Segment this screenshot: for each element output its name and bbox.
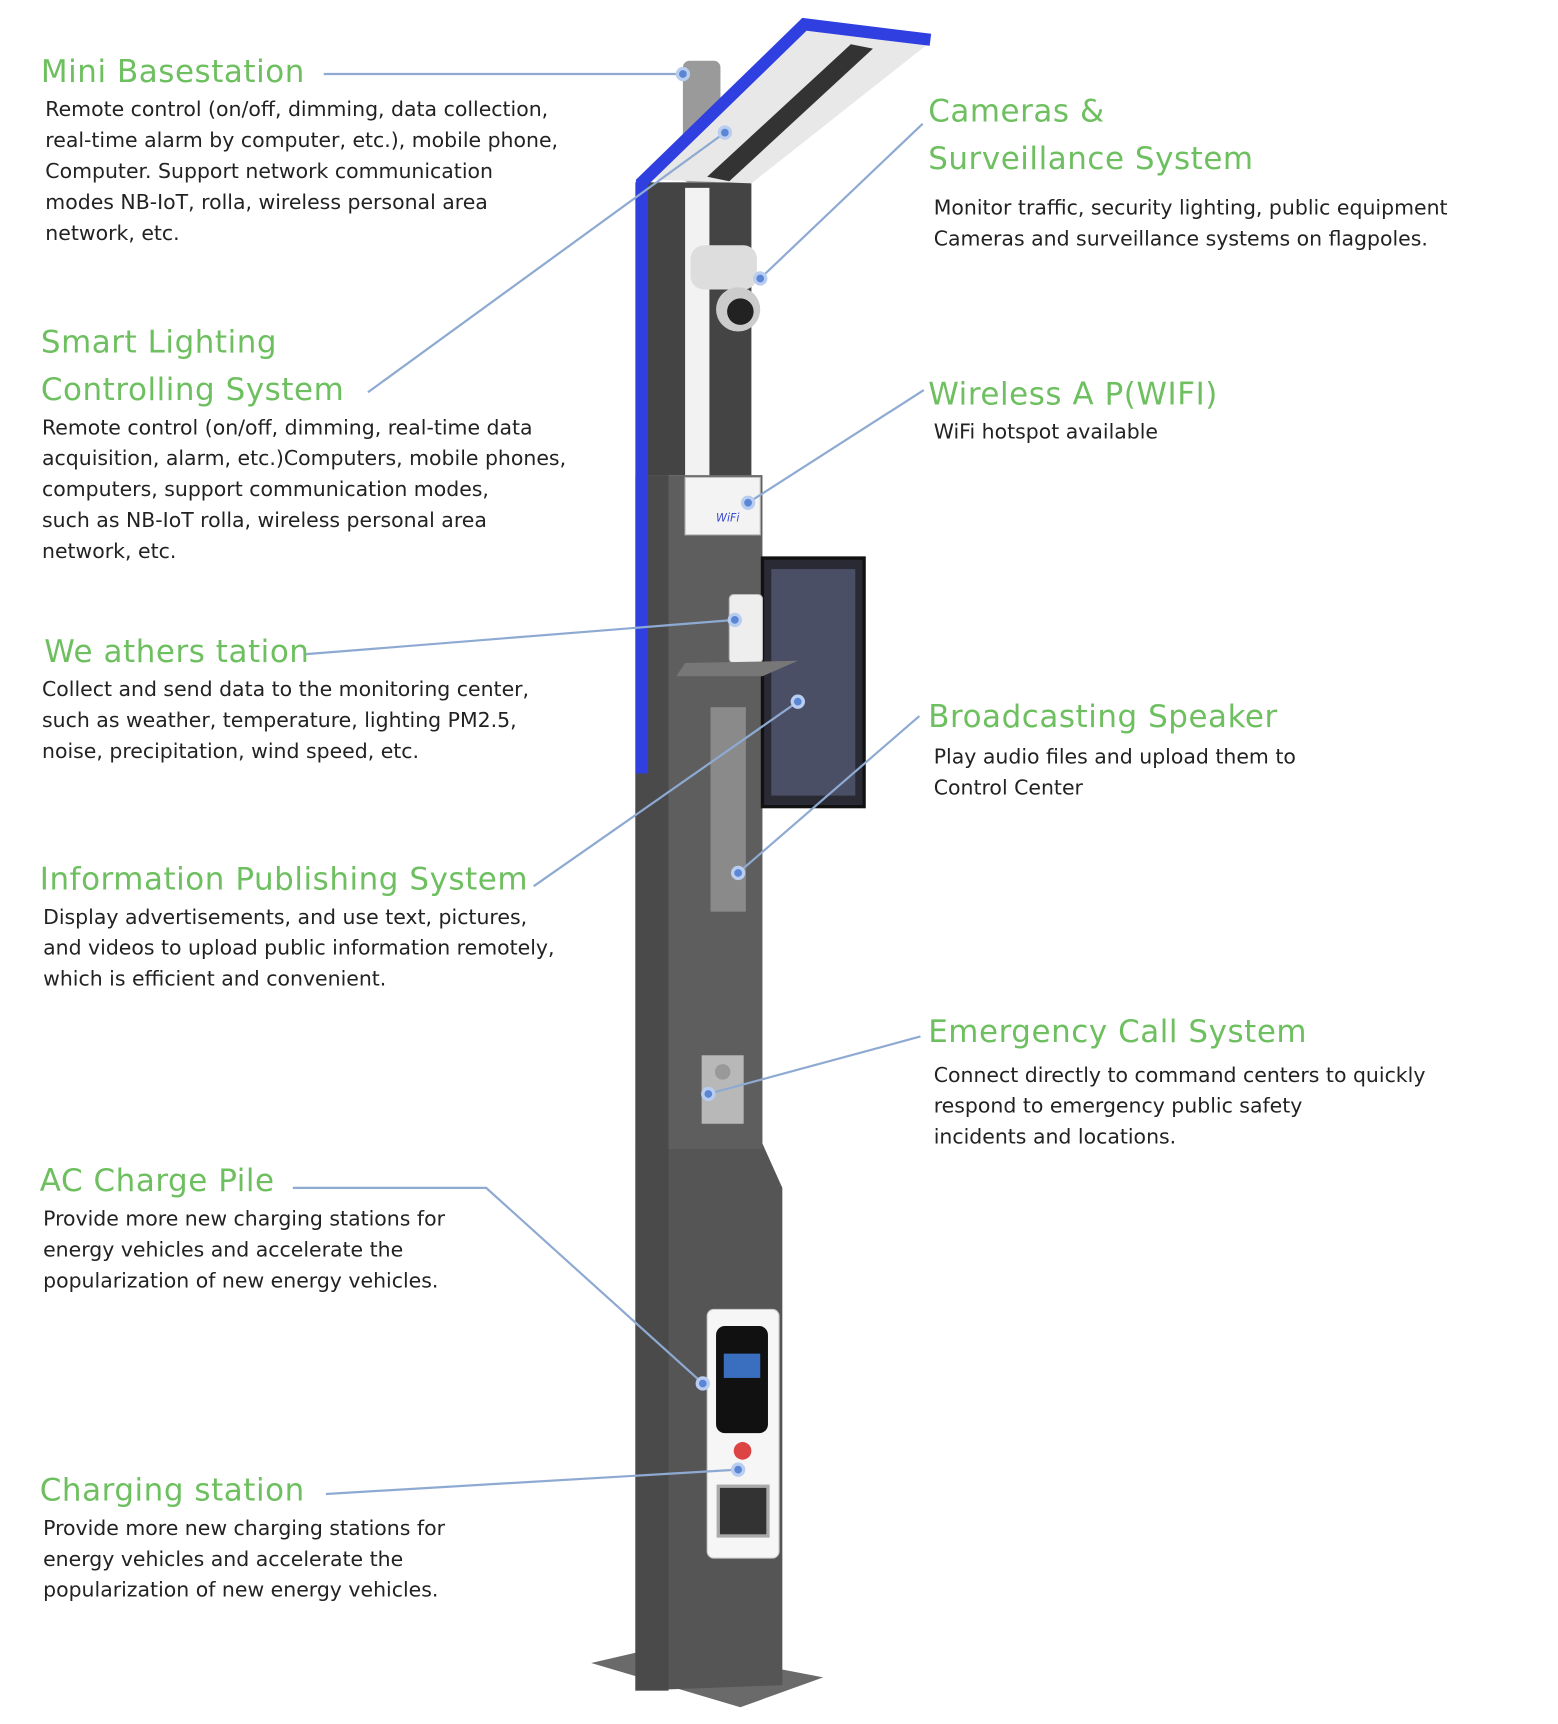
feature-emergency: Emergency Call System Connect directly t… xyxy=(928,1008,1425,1154)
feature-ac-charge-pile: AC Charge Pile Provide more new charging… xyxy=(40,1157,445,1297)
feature-description: Play audio files and upload them to Cont… xyxy=(933,745,1296,801)
feature-title: Mini Basestation xyxy=(40,53,305,90)
feature-weather-station: We athers tation Collect and send data t… xyxy=(41,628,530,768)
feature-description: Provide more new charging stations for e… xyxy=(43,1517,446,1603)
feature-charging-station: Charging station Provide more new chargi… xyxy=(40,1466,445,1606)
shelf xyxy=(676,660,798,677)
feature-description: Provide more new charging stations for e… xyxy=(43,1207,446,1293)
feature-mini-basestation: Mini Basestation Remote control (on/off,… xyxy=(41,48,558,250)
feature-description: Monitor traffic, security lighting, publ… xyxy=(933,196,1448,251)
feature-description: Collect and send data to the monitoring … xyxy=(41,678,530,764)
feature-wireless-ap: Wireless A P(WIFI) WiFi hotspot availabl… xyxy=(928,370,1218,448)
feature-description: Connect directly to command centers to q… xyxy=(933,1064,1426,1150)
wifi-box-label: WiFi xyxy=(716,512,740,525)
weather-station-sensor xyxy=(728,593,764,664)
feature-title: We athers tation xyxy=(44,633,310,670)
feature-smart-lighting: Smart Lighting Controlling System Remote… xyxy=(41,318,566,568)
feature-title: Broadcasting Speaker xyxy=(928,698,1278,735)
feature-description: Remote control (on/off, dimming, data co… xyxy=(45,98,559,246)
charger-screen xyxy=(716,1326,768,1434)
feature-title: Charging station xyxy=(39,1471,305,1509)
leader-dots xyxy=(675,66,805,1477)
feature-description: Display advertisements, and use text, pi… xyxy=(43,906,555,992)
blue-accent-light xyxy=(635,17,932,774)
feature-title: Wireless A P(WIFI) xyxy=(928,375,1218,413)
feature-title: Information Publishing System xyxy=(39,860,529,898)
feature-broadcasting: Broadcasting Speaker Play audio files an… xyxy=(928,693,1296,805)
feature-title: AC Charge Pile xyxy=(39,1162,275,1199)
emergency-stop-button xyxy=(733,1442,752,1460)
camera xyxy=(690,245,761,332)
feature-description: WiFi hotspot available xyxy=(933,421,1159,445)
speaker xyxy=(710,707,746,912)
feature-info-publishing: Information Publishing System Display ad… xyxy=(40,855,555,995)
feature-description: Remote control (on/off, dimming, real-ti… xyxy=(41,416,567,564)
charging-socket xyxy=(716,1484,770,1538)
feature-cameras: Cameras & Surveillance System Monitor tr… xyxy=(928,87,1447,255)
feature-title: Cameras & Surveillance System xyxy=(928,92,1254,177)
leader-lines xyxy=(292,72,925,1496)
feature-title: Smart Lighting Controlling System xyxy=(40,323,345,408)
feature-title: Emergency Call System xyxy=(928,1013,1308,1050)
